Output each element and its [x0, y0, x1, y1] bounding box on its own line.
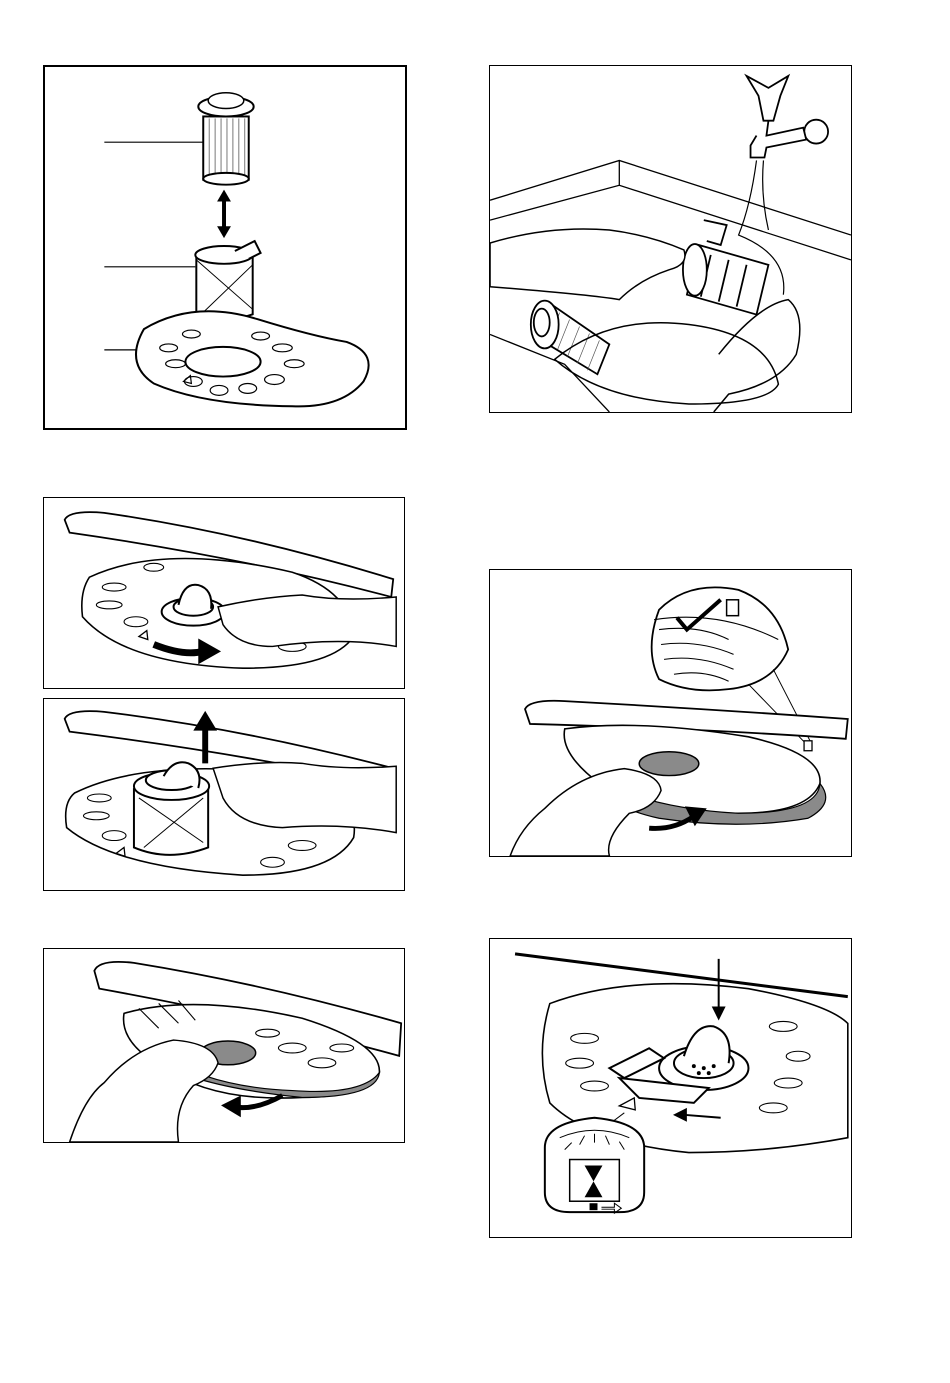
lift-filter-illustration	[44, 699, 404, 890]
lock-filter-illustration	[490, 939, 851, 1237]
check-plate-illustration	[490, 570, 851, 856]
drain-opening	[639, 752, 699, 776]
coarse-filter-icon	[195, 241, 260, 320]
turn-arrow-icon	[221, 1095, 282, 1117]
double-arrow-icon	[217, 190, 231, 238]
lifted-filter-icon	[134, 762, 209, 855]
turn-filter-illustration	[44, 498, 404, 688]
flat-filter-plate-icon	[136, 311, 369, 406]
coarse-filter-in-hand-icon	[683, 220, 769, 314]
figure-turn-filter	[43, 497, 405, 689]
figure-lift-filter	[43, 698, 405, 891]
figure-filter-assembly	[43, 65, 407, 430]
rinse-illustration	[490, 66, 851, 412]
locking-tab-icon	[727, 600, 739, 616]
filter-assembly-illustration	[45, 67, 405, 428]
figure-check-plate	[489, 569, 852, 857]
fine-filter-on-plate-icon	[531, 301, 610, 375]
fine-filter-icon	[198, 93, 253, 185]
padlock-icon	[590, 1203, 598, 1210]
lock-symbol-inset	[545, 1118, 644, 1213]
hand-icon	[218, 595, 396, 646]
tap-icon	[747, 76, 829, 158]
hand-icon	[70, 1040, 218, 1142]
plate-tab-icon	[804, 741, 812, 751]
figure-turn-plate	[43, 948, 405, 1143]
figure-lock-filter	[489, 938, 852, 1238]
turn-plate-illustration	[44, 949, 404, 1142]
figure-rinse-filters	[489, 65, 852, 413]
